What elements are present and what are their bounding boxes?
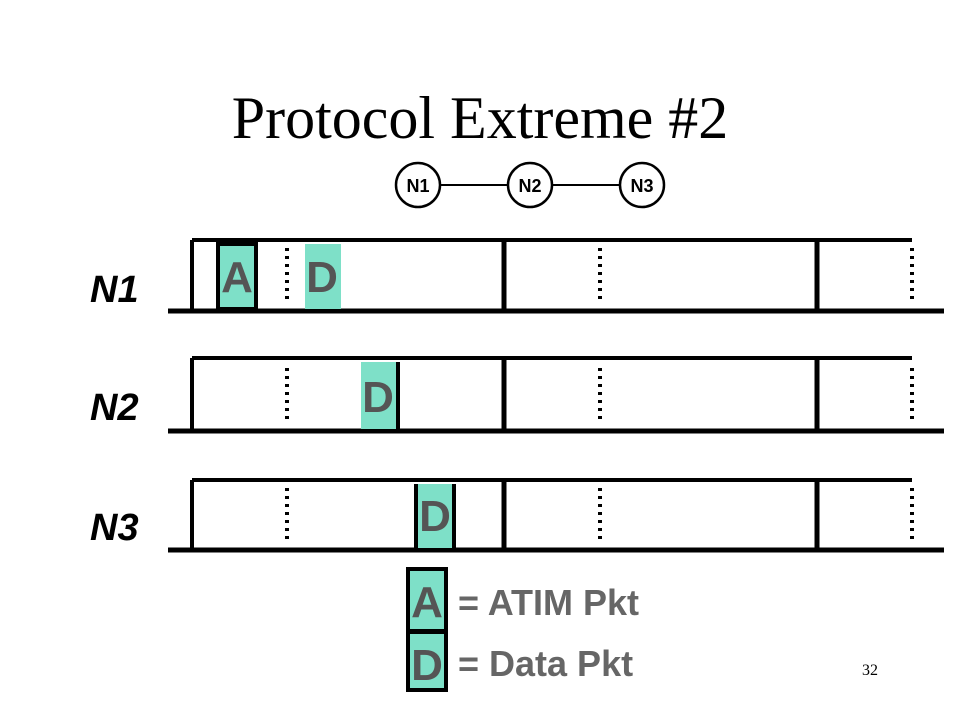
topology-node-label: N1 xyxy=(406,176,429,196)
legend-text: = Data Pkt xyxy=(458,643,633,684)
node-label: N2 xyxy=(90,387,139,429)
page-title: Protocol Extreme #2 xyxy=(231,85,729,151)
legend: A = ATIM Pkt D = Data Pkt xyxy=(406,567,639,692)
topology-node-label: N3 xyxy=(630,176,653,196)
legend-symbol: A xyxy=(411,578,443,627)
page-number: 32 xyxy=(862,662,878,679)
topology-graph: N1 N2 N3 xyxy=(394,161,666,209)
atim-packet xyxy=(216,242,258,311)
topology-node-label: N2 xyxy=(518,176,541,196)
timeline-n3: N3 D xyxy=(90,478,944,553)
packet-label: D xyxy=(362,373,394,422)
packet-label: D xyxy=(306,253,338,302)
node-label: N3 xyxy=(90,507,139,549)
topology-node xyxy=(506,161,554,209)
data-packet xyxy=(305,244,341,309)
legend-symbol: D xyxy=(411,641,443,690)
node-label: N1 xyxy=(90,269,139,311)
data-packet xyxy=(361,362,397,429)
topology-node xyxy=(618,161,666,209)
data-packet xyxy=(417,484,453,548)
packet-label: D xyxy=(419,492,451,541)
topology-node xyxy=(394,161,442,209)
packet-label: A xyxy=(221,253,253,302)
timeline-n2: N2 D xyxy=(90,356,944,434)
legend-text: = ATIM Pkt xyxy=(458,582,639,623)
timeline-n1: N1 A D xyxy=(90,238,944,314)
legend-data-swatch xyxy=(406,630,448,692)
